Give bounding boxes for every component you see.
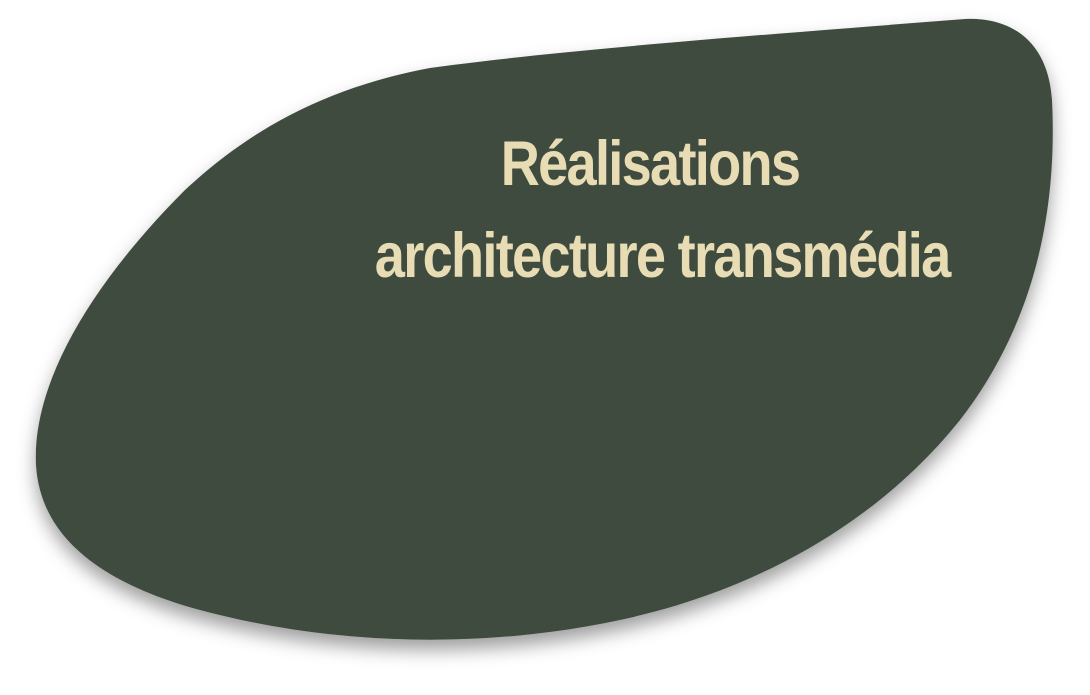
title-line-2: architecture transmédia: [374, 221, 951, 291]
blob-background: [35, 18, 1053, 640]
page-title: Réalisations architecture transmédia: [330, 118, 970, 302]
title-line-1: Réalisations: [500, 129, 801, 199]
